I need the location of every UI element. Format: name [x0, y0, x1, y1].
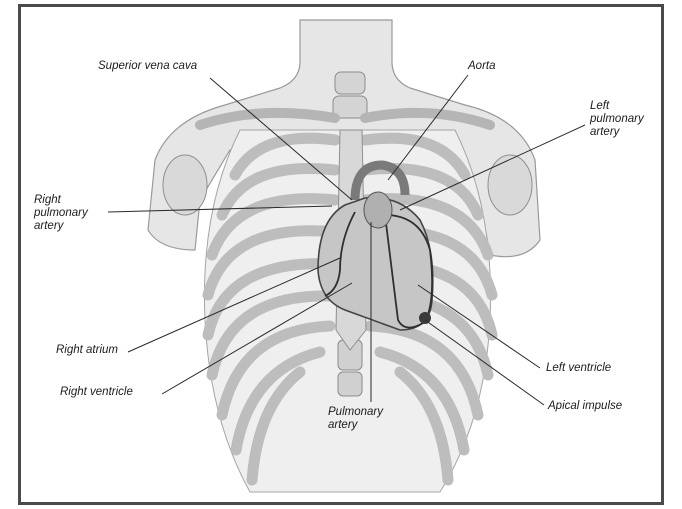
- right-shoulder-joint: [163, 155, 207, 215]
- label-right-atrium: Right atrium: [56, 344, 118, 357]
- label-superior-vena-cava: Superior vena cava: [98, 60, 197, 73]
- pulmonary-trunk: [364, 192, 392, 228]
- label-right-pulmonary-artery: Right pulmonary artery: [34, 194, 88, 233]
- apical-impulse-marker: [419, 312, 431, 324]
- left-shoulder-joint: [488, 155, 532, 215]
- label-left-ventricle: Left ventricle: [546, 362, 611, 375]
- label-right-ventricle: Right ventricle: [60, 386, 133, 399]
- label-aorta: Aorta: [468, 60, 496, 73]
- label-left-pulmonary-artery: Left pulmonary artery: [590, 100, 644, 139]
- label-pulmonary-artery: Pulmonary artery: [328, 406, 383, 432]
- label-apical-impulse: Apical impulse: [548, 400, 622, 413]
